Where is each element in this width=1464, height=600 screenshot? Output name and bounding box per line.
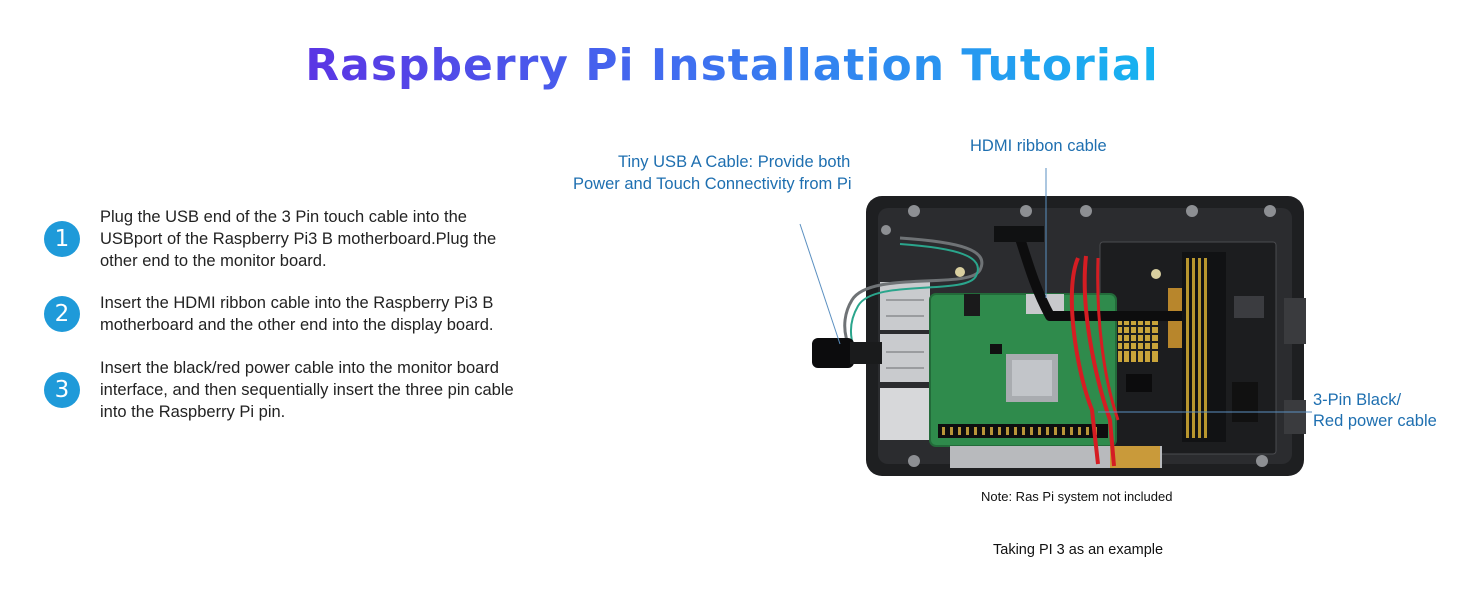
raspberry-pi-assembly-illustration [799, 168, 1312, 476]
example-caption: Taking PI 3 as an example [993, 542, 1164, 558]
hdmi-ribbon-cable [1013, 230, 1182, 321]
callout-line: Tiny USB A Cable: Provide both [618, 153, 851, 171]
step-text: Plug the USB end of the 3 Pin touch cabl… [100, 208, 497, 270]
step-number-badge: 3 [44, 372, 80, 408]
hdmi-cable-callout: HDMI ribbon cable [970, 137, 1107, 155]
usb-port [880, 334, 930, 382]
usb-callout-line [799, 223, 841, 345]
note-text: Note: Ras Pi system not included [981, 489, 1173, 504]
step-3: 3 Insert the black/red power cable into … [44, 357, 544, 423]
power-cable-callout: 3-Pin Black/ Red power cable [1313, 390, 1437, 432]
step-number-badge: 2 [44, 296, 80, 332]
callout-line: Red power cable [1313, 412, 1437, 430]
usb-cable-callout-2: Power and Touch Connectivity from Pi [573, 174, 852, 195]
callout-line: Power and Touch Connectivity from Pi [573, 175, 852, 193]
step-text: Insert the black/red power cable into th… [100, 359, 514, 421]
step-2: 2 Insert the HDMI ribbon cable into the … [44, 292, 544, 336]
usb-cable-callout: Tiny USB A Cable: Provide both [618, 152, 850, 173]
step-number-badge: 1 [44, 221, 80, 257]
step-1: 1 Plug the USB end of the 3 Pin touch ca… [44, 206, 544, 272]
callout-line: 3-Pin Black/ [1313, 391, 1402, 409]
step-text: Insert the HDMI ribbon cable into the Ra… [100, 294, 494, 334]
power-cable-red [1069, 257, 1100, 465]
page-title: Raspberry Pi Installation Tutorial [305, 40, 1159, 91]
usb-plug [812, 338, 854, 368]
ethernet-port [880, 388, 930, 440]
